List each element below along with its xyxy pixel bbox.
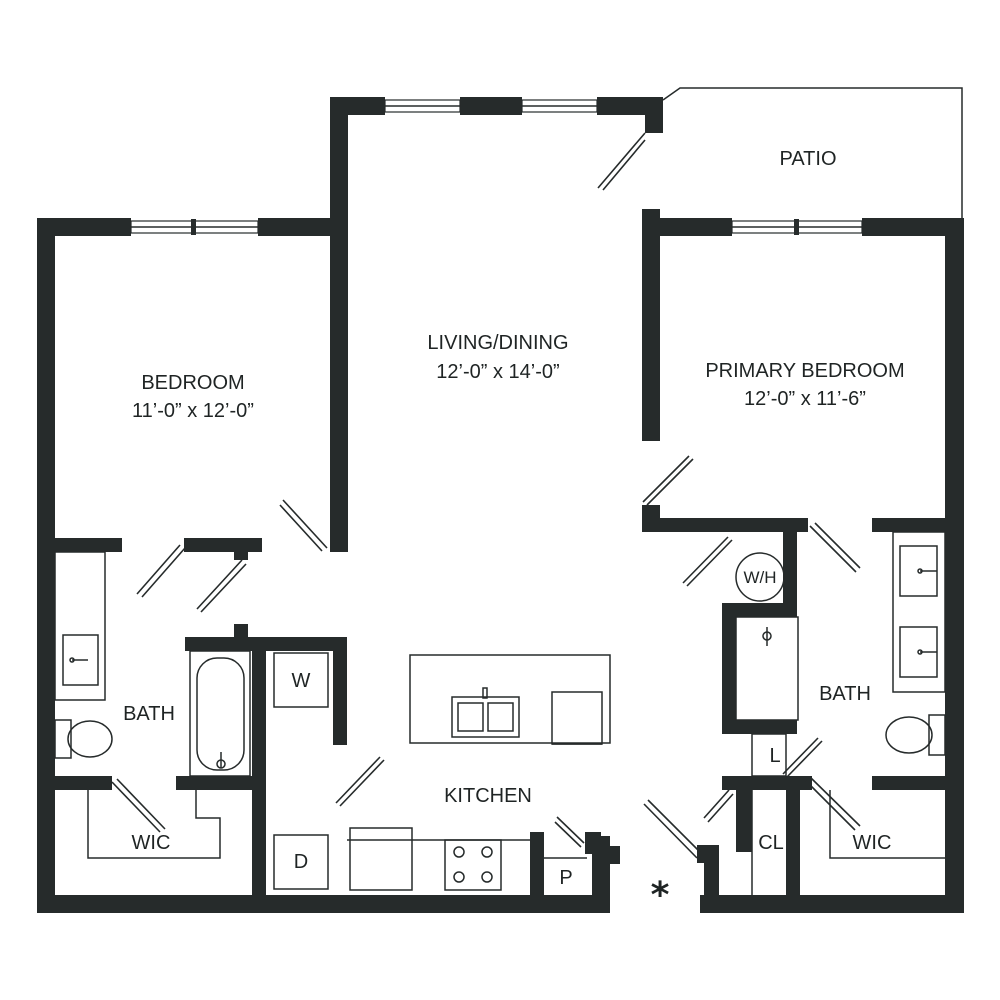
label-patio: PATIO xyxy=(779,148,836,170)
label-bath-left: BATH xyxy=(123,703,175,725)
label-linen: L xyxy=(769,745,780,767)
label-closet: CL xyxy=(758,832,784,854)
patio-outline xyxy=(662,87,963,218)
entry-marker: * xyxy=(651,875,670,916)
label-bedroom-size: 11’-0” x 12’-0” xyxy=(132,400,254,422)
label-bath-right: BATH xyxy=(819,683,871,705)
label-primary-name: PRIMARY BEDROOM xyxy=(705,360,904,382)
walls xyxy=(37,97,964,913)
label-living-size: 12’-0” x 14’-0” xyxy=(436,361,559,383)
label-kitchen: KITCHEN xyxy=(444,785,532,807)
label-wic-right: WIC xyxy=(853,832,892,854)
label-pantry: P xyxy=(559,867,572,889)
label-bedroom-name: BEDROOM xyxy=(141,372,244,394)
label-primary-size: 12’-0” x 11’-6” xyxy=(744,388,866,410)
doors xyxy=(111,132,861,859)
label-wic-left: WIC xyxy=(132,832,171,854)
label-dryer: D xyxy=(294,851,308,873)
label-washer: W xyxy=(292,670,311,692)
label-water-heater: W/H xyxy=(743,568,776,587)
label-living-name: LIVING/DINING xyxy=(427,332,568,354)
windows xyxy=(130,99,863,235)
fixtures xyxy=(54,531,946,895)
labels: PATIO LIVING/DINING 12’-0” x 14’-0” BEDR… xyxy=(123,148,905,916)
